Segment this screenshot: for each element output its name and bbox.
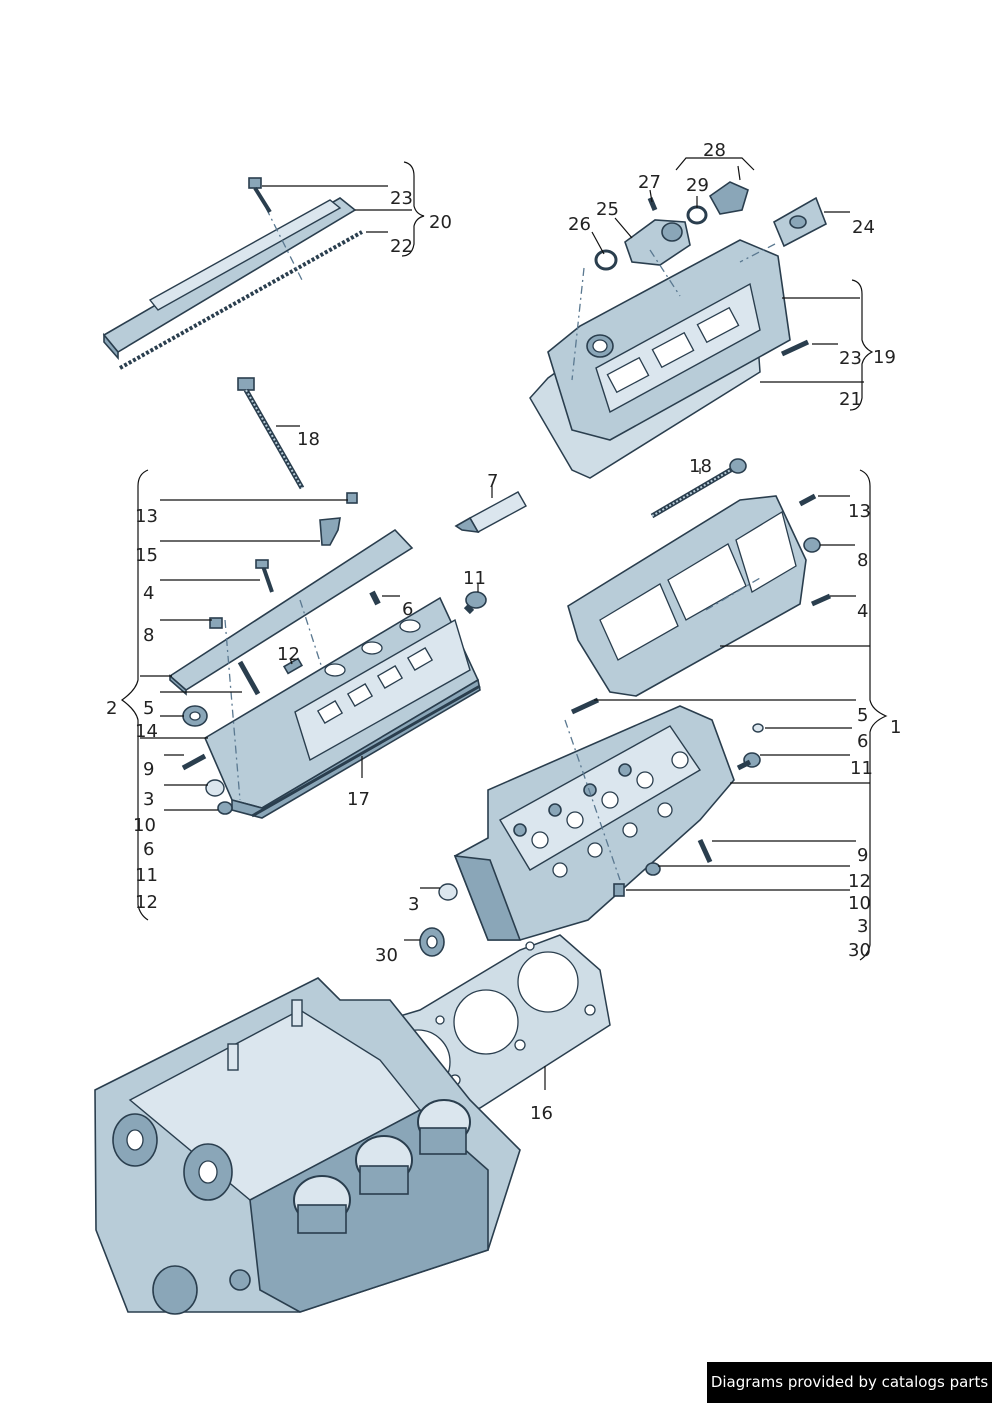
callout-13-right: 13 [848, 501, 871, 522]
callout-13-left: 13 [135, 506, 158, 527]
callout-6-mid: 6 [402, 599, 413, 620]
right-cylinder-head [419, 697, 764, 957]
pcv-housing-25 [624, 219, 691, 266]
left-valve-cover [102, 177, 363, 370]
callout-12-mid: 12 [277, 644, 300, 665]
callout-6-right: 6 [857, 731, 868, 752]
callout-12-left: 12 [135, 892, 158, 913]
callout-11-mid: 11 [463, 568, 486, 589]
callout-22: 22 [390, 236, 413, 257]
callout-9-left: 9 [143, 759, 154, 780]
callout-30-mid: 30 [375, 945, 398, 966]
callout-29: 29 [686, 175, 709, 196]
callout-9-right: 9 [857, 845, 868, 866]
callout-10-left: 10 [133, 815, 156, 836]
callout-3-left: 3 [143, 789, 154, 810]
callout-20: 20 [429, 212, 452, 233]
callout-3-mid: 3 [408, 894, 419, 915]
callout-5-right: 5 [857, 705, 868, 726]
callout-10-right: 10 [848, 893, 871, 914]
left-cylinder-head [168, 492, 481, 819]
leader-lines [120, 157, 888, 1090]
callout-2: 2 [106, 698, 117, 719]
callout-labels: 23 20 22 18 28 27 29 25 26 24 23 19 21 1… [106, 140, 901, 1124]
callout-5-left: 5 [143, 698, 154, 719]
callout-23-top-left: 23 [390, 188, 413, 209]
callout-1: 1 [890, 717, 901, 738]
callout-28: 28 [703, 140, 726, 161]
callout-3-right: 3 [857, 916, 868, 937]
callout-16: 16 [530, 1103, 553, 1124]
callout-11-left: 11 [135, 865, 158, 886]
catalog-credit-badge: Diagrams provided by catalogs parts [707, 1362, 992, 1403]
callout-19: 19 [873, 347, 896, 368]
callout-25: 25 [596, 199, 619, 220]
callout-12-right: 12 [848, 871, 871, 892]
callout-14: 14 [135, 721, 158, 742]
callout-7: 7 [487, 471, 498, 492]
callout-26: 26 [568, 214, 591, 235]
engine-block [94, 977, 521, 1315]
callout-11-right: 11 [850, 758, 873, 779]
callout-27: 27 [638, 172, 661, 193]
callout-30-right: 30 [848, 940, 871, 961]
sealant-tube-7 [454, 491, 527, 533]
long-bolt-18-right [650, 458, 747, 519]
long-bolt-18-left [237, 377, 305, 490]
right-valve-cover [529, 181, 828, 479]
callout-17: 17 [347, 789, 370, 810]
callout-15: 15 [135, 545, 158, 566]
callout-24: 24 [852, 217, 875, 238]
callout-18-right: 18 [689, 456, 712, 477]
left-small-fasteners [369, 590, 487, 615]
right-cam-frame [567, 493, 832, 697]
callout-8-right: 8 [857, 550, 868, 571]
callout-18-left: 18 [297, 429, 320, 450]
callout-21: 21 [839, 389, 862, 410]
callout-4-left: 4 [143, 583, 154, 604]
callout-8-left: 8 [143, 625, 154, 646]
bolt-23-left [248, 177, 272, 214]
callout-4-right: 4 [857, 601, 868, 622]
callout-6-left: 6 [143, 839, 154, 860]
callout-23-top-right: 23 [839, 348, 862, 369]
